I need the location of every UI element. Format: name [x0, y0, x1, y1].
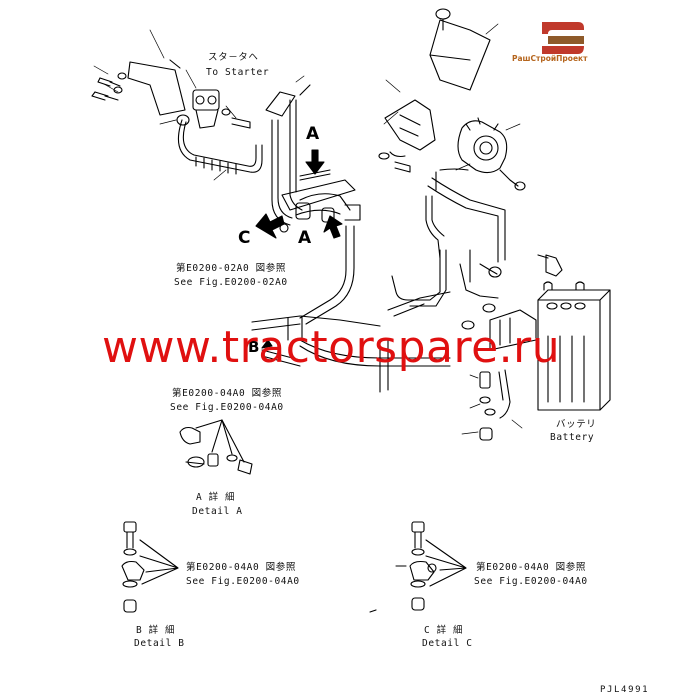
ref-04a0-jp-b: 第E0200-04A0 図参照	[186, 562, 296, 573]
battery-jp: バッテリ	[556, 419, 597, 430]
to-starter-jp: スタ－タヘ	[208, 52, 259, 63]
view-label-c: C	[238, 228, 251, 248]
ref-04a0-jp-upper: 第E0200-04A0 図参照	[172, 388, 282, 399]
ref-04a0-en-upper: See Fig.E0200-04A0	[170, 402, 284, 413]
battery-cable-main	[251, 225, 451, 367]
ref-02a0-jp: 第E0200-02A0 図参照	[176, 263, 286, 274]
ref-02a0-en: See Fig.E0200-02A0	[174, 277, 288, 288]
detail-c-jp: C 詳 細	[424, 625, 464, 636]
view-arrows	[255, 149, 343, 349]
ref-04a0-en-c: See Fig.E0200-04A0	[474, 576, 588, 587]
watermark: www.tractorspare.ru	[102, 322, 561, 373]
relay-bracket	[378, 8, 491, 173]
battery-harness	[379, 171, 563, 393]
detail-c-parts	[369, 521, 467, 613]
battery-en: Battery	[550, 432, 595, 443]
detail-a-en: Detail A	[192, 506, 243, 517]
ref-04a0-en-b: See Fig.E0200-04A0	[186, 576, 300, 587]
to-starter-en: To Starter	[206, 67, 270, 78]
starter-relay	[439, 117, 526, 191]
detail-a-jp: A 詳 細	[196, 492, 236, 503]
drawing-code: PJL4991	[600, 685, 650, 695]
detail-b-jp: B 詳 細	[136, 625, 176, 636]
bracket-assembly	[91, 59, 251, 129]
view-label-a-top: A	[306, 124, 320, 144]
ground-cable	[479, 369, 511, 441]
detail-a-parts	[179, 419, 253, 475]
brand-logo	[542, 22, 584, 54]
detail-c-en: Detail C	[422, 638, 473, 649]
view-label-a: A	[298, 228, 312, 248]
view-label-b: B	[248, 338, 260, 356]
starter-cable	[265, 84, 311, 226]
battery	[461, 281, 611, 411]
detail-b-en: Detail B	[134, 638, 185, 649]
detail-b-parts	[121, 521, 179, 613]
brand-logo-text: РашСтройПроект	[512, 54, 588, 63]
coolant-hose	[176, 114, 263, 175]
ref-04a0-jp-c: 第E0200-04A0 図参照	[476, 562, 586, 573]
leader-lines	[93, 23, 523, 435]
